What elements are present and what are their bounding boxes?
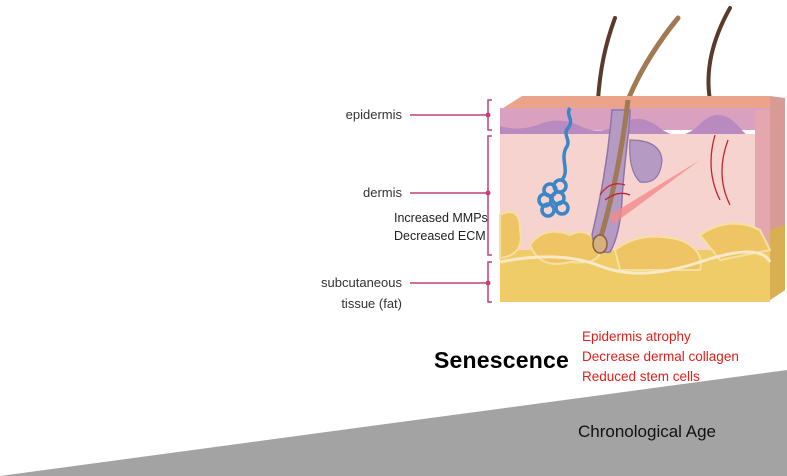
epidermis-top <box>500 96 770 110</box>
sebaceous-gland <box>629 139 663 183</box>
age-wedge <box>0 370 787 476</box>
sweat-gland-coil <box>537 178 570 218</box>
dermis-label: dermis <box>362 185 402 200</box>
capillary <box>599 134 731 206</box>
hair-bulb <box>592 234 608 254</box>
subcutaneous-label: subcutaneous <box>321 275 402 290</box>
arrector-muscle <box>610 160 700 225</box>
hair-strand <box>706 6 732 102</box>
epidermis-label: epidermis <box>345 107 402 122</box>
sweat-duct <box>560 106 573 182</box>
effect-item: Epidermis atrophy <box>582 329 691 344</box>
leader-dots <box>485 112 491 286</box>
effect-item: Reduced stem cells <box>582 369 700 384</box>
layer-brackets <box>487 99 492 303</box>
chronological-age-label: Chronological Age <box>578 422 716 441</box>
senescence-title: Senescence <box>434 347 569 373</box>
hair-shaft <box>597 99 631 241</box>
dermis-side-shade <box>755 110 770 250</box>
dermis-note: Increased MMPs <box>394 211 488 225</box>
hair-strand <box>596 16 617 102</box>
leader-lines <box>410 114 488 284</box>
dermis-note: Decreased ECM <box>394 229 486 243</box>
fat-connective <box>499 250 772 275</box>
block-side-fat <box>770 225 785 300</box>
subcutaneous-label-line2: tissue (fat) <box>341 296 402 311</box>
effect-item: Decrease dermal collagen <box>582 349 739 364</box>
hair-strand <box>625 15 681 103</box>
